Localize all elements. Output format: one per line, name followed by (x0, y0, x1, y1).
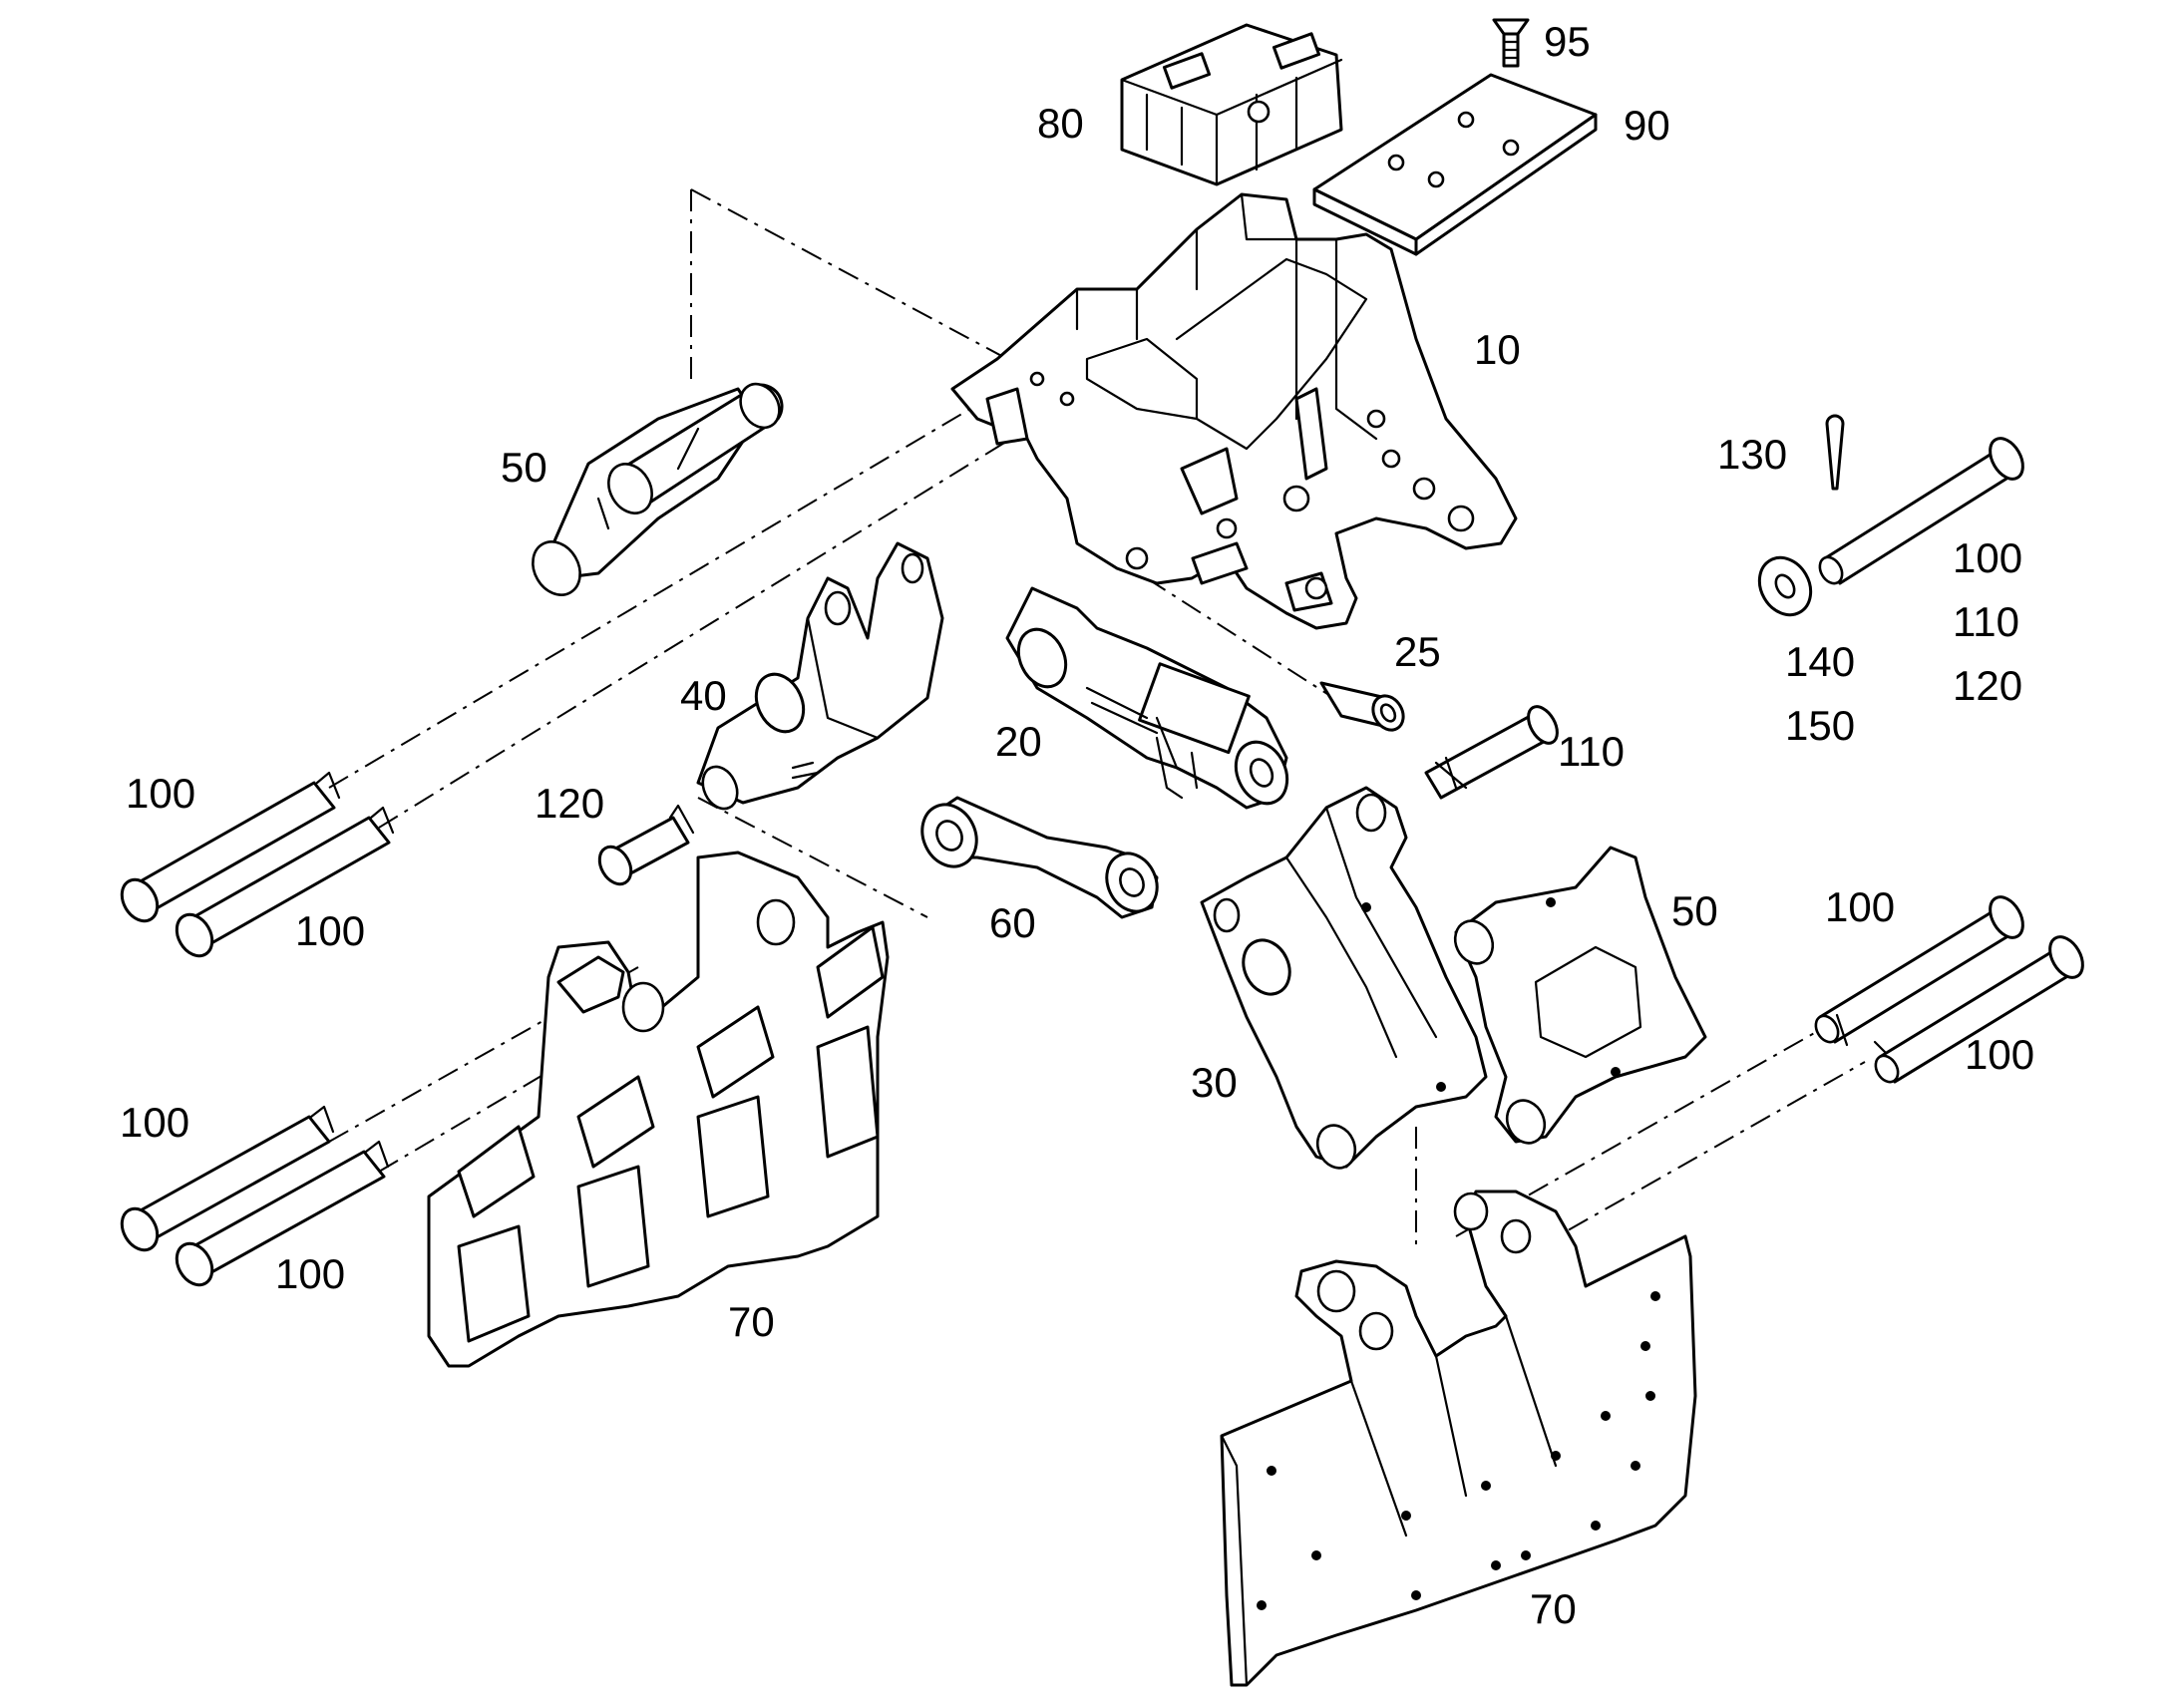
label-140: 140 (1785, 638, 1855, 685)
label-25: 25 (1394, 628, 1441, 675)
label-40: 40 (680, 672, 727, 719)
label-100-right-2: 100 (1825, 883, 1895, 930)
part-90-wear-plate (1312, 73, 1598, 256)
part-140-washer (1757, 555, 1813, 617)
label-60: 60 (989, 899, 1036, 946)
label-70-left: 70 (728, 1298, 775, 1345)
label-95: 95 (1544, 18, 1591, 65)
label-90: 90 (1624, 102, 1670, 149)
part-100-pin-right-top (1818, 437, 2024, 585)
part-20-hydraulic-cylinder (1005, 586, 1289, 810)
label-80: 80 (1037, 100, 1084, 147)
part-100-pins-right-mid (1814, 895, 2084, 1084)
label-110-right: 110 (1953, 598, 2019, 645)
part-50-link-top (532, 382, 784, 596)
label-120-left: 120 (535, 780, 604, 827)
part-70-blade-right (1220, 1190, 1697, 1687)
label-120-right: 120 (1953, 662, 2022, 709)
label-30: 30 (1191, 1059, 1238, 1106)
part-25-pin (1319, 681, 1405, 732)
part-100-pins-left-upper (120, 771, 395, 958)
part-10-main-frame (950, 192, 1518, 630)
part-80-clamp-block (1120, 23, 1343, 186)
label-70-right: 70 (1530, 1585, 1577, 1632)
part-120-pin-left (597, 804, 695, 886)
label-100-right-1: 100 (1953, 534, 2022, 581)
part-100-pins-left-lower (120, 1105, 390, 1287)
part-130-cotter-pin (1825, 414, 1845, 491)
label-110-mid: 110 (1558, 728, 1625, 775)
label-100-left-2: 100 (295, 907, 365, 954)
part-50-frame-link-mid (1453, 846, 1707, 1145)
label-100-right-3: 100 (1965, 1031, 2034, 1078)
label-100-left-1: 100 (126, 770, 195, 817)
label-50-mid: 50 (1671, 887, 1718, 934)
part-70-blade-left (427, 851, 890, 1368)
part-40-bracket (696, 541, 944, 811)
label-50-top: 50 (501, 444, 547, 491)
label-20: 20 (995, 718, 1042, 765)
label-130: 130 (1717, 431, 1787, 478)
part-30-swing-link (1200, 786, 1488, 1170)
label-10: 10 (1474, 326, 1521, 373)
label-100-left-3: 100 (120, 1099, 189, 1146)
part-60-link-arm (920, 796, 1159, 919)
label-100-left-4: 100 (275, 1250, 345, 1297)
part-95-screw (1492, 18, 1530, 68)
callout-labels: 95 80 90 10 50 130 100 110 120 140 150 2… (120, 18, 2034, 1632)
label-150: 150 (1785, 702, 1855, 749)
part-110-pin-mid (1424, 705, 1559, 800)
